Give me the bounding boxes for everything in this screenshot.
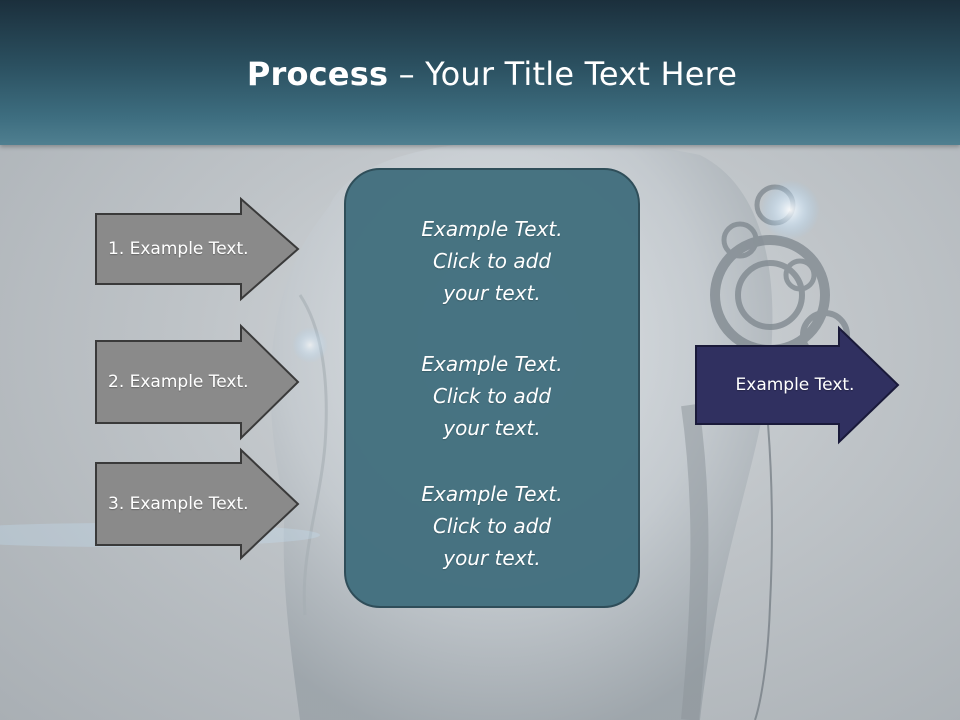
- center-block-1-line-2: Click to add: [432, 249, 552, 273]
- step-arrow-1-shape: [95, 196, 300, 302]
- step-arrow-3[interactable]: 3. Example Text.: [95, 447, 300, 561]
- step-arrow-1[interactable]: 1. Example Text.: [95, 196, 300, 302]
- center-block-2-line-3: your text.: [443, 416, 541, 440]
- center-block-2-line-1: Example Text.: [421, 352, 563, 376]
- title-bar: Process – Your Title Text Here: [0, 0, 960, 145]
- center-block-2: Example Text. Click to add your text.: [344, 348, 640, 444]
- center-block-3-line-3: your text.: [443, 546, 541, 570]
- center-block-1-line-3: your text.: [443, 281, 541, 305]
- output-arrow[interactable]: Example Text.: [695, 325, 900, 445]
- center-block-3-line-1: Example Text.: [421, 482, 563, 506]
- step-arrow-3-shape: [95, 447, 300, 561]
- step-arrow-2[interactable]: 2. Example Text.: [95, 323, 300, 441]
- center-block-3-line-2: Click to add: [432, 514, 552, 538]
- output-arrow-shape: [695, 325, 900, 445]
- output-arrow-label: Example Text.: [735, 375, 855, 395]
- center-block-1: Example Text. Click to add your text.: [344, 213, 640, 309]
- step-arrow-2-label: 2. Example Text.: [108, 372, 249, 392]
- step-arrow-1-label: 1. Example Text.: [108, 239, 249, 259]
- step-arrow-3-label: 3. Example Text.: [108, 494, 249, 514]
- center-block-1-line-1: Example Text.: [421, 217, 563, 241]
- slide-title[interactable]: Process – Your Title Text Here: [0, 54, 960, 94]
- title-rest-text: – Your Title Text Here: [388, 55, 738, 93]
- center-block-3: Example Text. Click to add your text.: [344, 478, 640, 574]
- step-arrow-2-shape: [95, 323, 300, 441]
- center-text-box[interactable]: [344, 168, 640, 608]
- title-bold-text: Process: [246, 55, 389, 93]
- center-block-2-line-2: Click to add: [432, 384, 552, 408]
